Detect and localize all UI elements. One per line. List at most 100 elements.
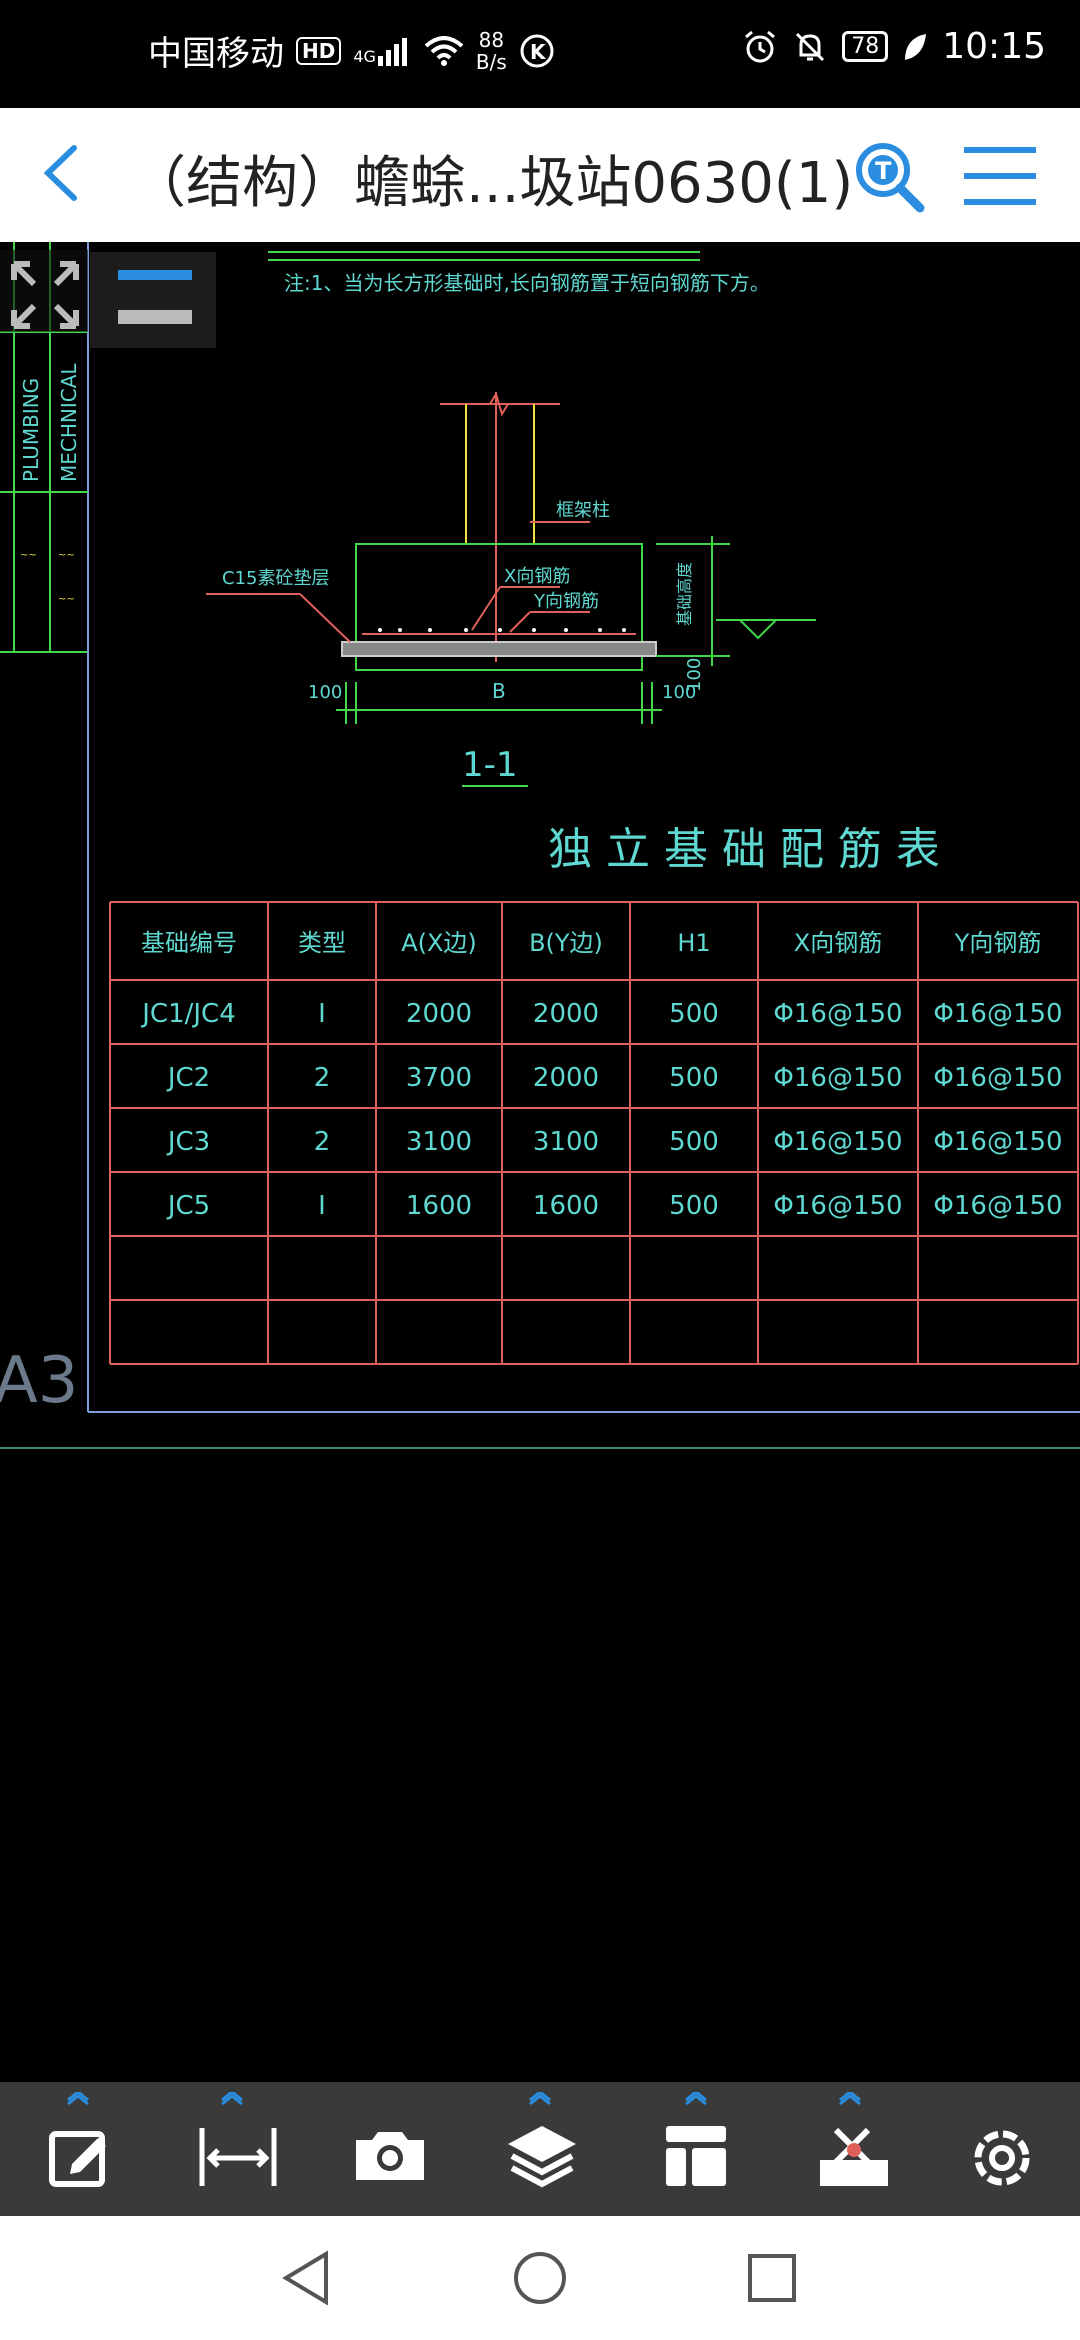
layers-button[interactable] (490, 2082, 590, 2216)
table-cell: JC3 (166, 1127, 210, 1157)
edit-button[interactable] (28, 2082, 128, 2216)
battery-level: 78 (851, 34, 880, 59)
wifi-icon (424, 35, 464, 66)
network-type: 4G (353, 46, 376, 66)
chevron-up-icon (685, 2092, 707, 2106)
table-header-cell: B(Y边) (529, 929, 603, 957)
table-header-cell: 类型 (298, 929, 346, 957)
settings-button[interactable] (950, 2082, 1050, 2216)
table-cell: 2000 (533, 1063, 599, 1093)
svg-text:T: T (875, 157, 892, 185)
table-cell: I (318, 999, 326, 1029)
side-label-mechnical: MECHNICAL (57, 363, 81, 482)
table-cell: Φ16@150 (933, 999, 1062, 1029)
layout-toggle[interactable] (90, 252, 216, 348)
battery-icon: 78 (842, 31, 889, 62)
table-cell: Φ16@150 (773, 1063, 902, 1093)
table-header-cell: A(X边) (401, 929, 477, 957)
sheet-size-label: A3 (0, 1344, 79, 1418)
table-cell: 2000 (533, 999, 599, 1029)
table-cell: I (318, 1191, 326, 1221)
table-cell: Φ16@150 (773, 1191, 902, 1221)
toggle-bar-active (118, 270, 192, 280)
drawing-canvas[interactable]: PLUMBING MECHNICAL ~~ ~~ ~~ 注:1、当为长方形基础时… (0, 242, 1080, 2082)
measure-button[interactable] (182, 2082, 282, 2216)
label-cushion: C15素砼垫层 (222, 568, 329, 589)
svg-text:K: K (530, 40, 547, 64)
table-cell: Φ16@150 (933, 1063, 1062, 1093)
layout-button[interactable] (646, 2082, 746, 2216)
table-header-cell: H1 (677, 929, 710, 957)
camera-button[interactable] (338, 2082, 438, 2216)
title-block-glyph: ~~ (58, 594, 75, 605)
table-cell: Φ16@150 (933, 1191, 1062, 1221)
chevron-up-icon (529, 2092, 551, 2106)
table-cell: 2 (314, 1127, 331, 1157)
drawing-note: 注:1、当为长方形基础时,长向钢筋置于短向钢筋下方。 (284, 271, 770, 295)
document-title: （结构）蟾蜍...圾站0630(1) (130, 151, 854, 216)
title-block-glyph: ~~ (20, 550, 37, 561)
dim-left: 100 (308, 682, 342, 703)
alarm-icon (745, 30, 776, 62)
leaf-icon (905, 33, 927, 60)
cad-drawing[interactable]: PLUMBING MECHNICAL ~~ ~~ ~~ 注:1、当为长方形基础时… (0, 242, 1080, 2082)
foundation-section: 框架柱 C15素砼垫层 X向钢筋 Y向钢筋 基础高度 100 (206, 391, 816, 787)
table-cell: JC1/JC4 (140, 999, 236, 1029)
table-cell: 500 (669, 1191, 719, 1221)
table-cell: Φ16@150 (933, 1127, 1062, 1157)
nav-back-icon[interactable] (280, 2250, 336, 2306)
table-cell: 1600 (533, 1191, 599, 1221)
table-cell: 2000 (406, 999, 472, 1029)
table-header-cell: Y向钢筋 (954, 929, 1042, 957)
status-bar: 中国移动 HD 4G 88 B/s K 78 10:15 (0, 0, 1080, 108)
table-cell: JC5 (166, 1191, 210, 1221)
table-cell: 1600 (406, 1191, 472, 1221)
table-cell: 3100 (406, 1127, 472, 1157)
menu-icon[interactable] (960, 144, 1040, 208)
k-icon: K (520, 34, 554, 67)
tools-button[interactable] (800, 2082, 900, 2216)
dim-vertical: 100 (684, 658, 705, 692)
label-y-rebar: Y向钢筋 (533, 591, 599, 612)
layers-icon (508, 2126, 576, 2188)
view-controls[interactable] (0, 250, 216, 348)
mute-icon (796, 32, 825, 61)
title-block-strip: PLUMBING MECHNICAL ~~ ~~ ~~ (0, 242, 89, 1412)
fullscreen-icon[interactable] (11, 261, 79, 329)
chevron-up-icon (67, 2092, 89, 2106)
layout-icon (666, 2126, 726, 2186)
nav-recents-icon[interactable] (744, 2250, 800, 2306)
carrier-name: 中国移动 (148, 34, 284, 74)
signal-icon: 4G (353, 36, 412, 66)
label-column: 框架柱 (556, 500, 610, 521)
dim-right: 100 (662, 682, 696, 703)
camera-icon (356, 2132, 424, 2180)
label-x-rebar: X向钢筋 (504, 566, 570, 587)
dim-b: B (492, 679, 506, 703)
text-search-icon[interactable]: T (850, 138, 930, 218)
network-speed: 88 B/s (476, 29, 507, 73)
table-cell: 500 (669, 1127, 719, 1157)
nav-home-icon[interactable] (512, 2250, 568, 2306)
toggle-bar-inactive (118, 310, 192, 324)
table-cell: 2 (314, 1063, 331, 1093)
table-header-cell: X向钢筋 (794, 929, 882, 957)
title-block-glyph: ~~ (58, 550, 75, 561)
settings-icon (974, 2130, 1030, 2186)
system-nav-bar (0, 2216, 1080, 2340)
title-bar: （结构）蟾蜍...圾站0630(1) T (0, 108, 1080, 242)
bottom-toolbar (0, 2082, 1080, 2216)
table-title: 独 立 基 础 配 筋 表 (548, 824, 940, 875)
clock: 10:15 (942, 26, 1046, 67)
back-arrow-icon[interactable] (30, 138, 100, 208)
table-header-cell: 基础编号 (141, 929, 237, 957)
section-label: 1-1 (462, 745, 518, 785)
speed-value: 88 (478, 27, 505, 52)
table-cell: Φ16@150 (773, 1127, 902, 1157)
chevron-up-icon (221, 2092, 243, 2106)
tools-icon (820, 2127, 888, 2186)
label-height: 基础高度 (675, 562, 694, 626)
table-cell: 3700 (406, 1063, 472, 1093)
chevron-up-icon (839, 2092, 861, 2106)
